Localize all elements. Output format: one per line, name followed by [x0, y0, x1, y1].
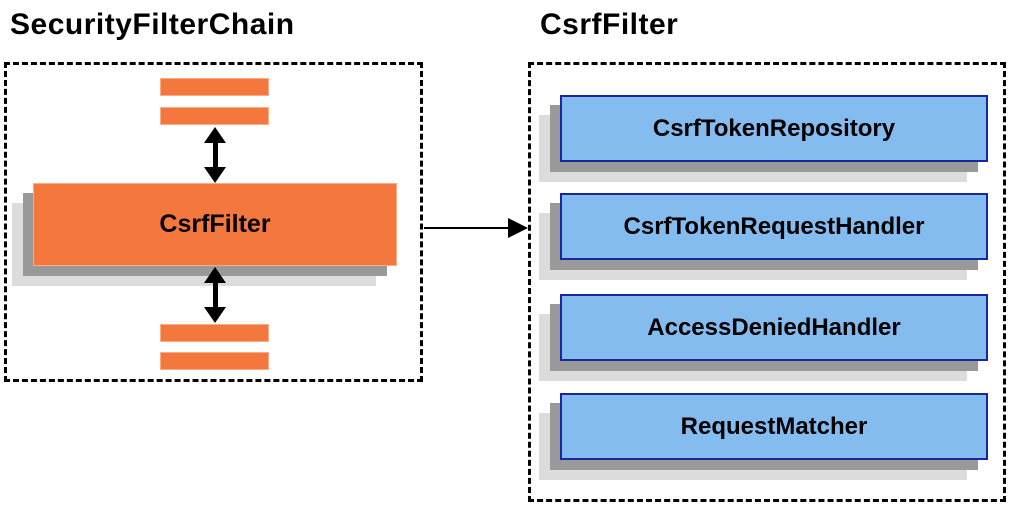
security-filter-chain-container — [4, 62, 423, 382]
csrf-token-request-handler-box: CsrfTokenRequestHandler — [560, 193, 988, 260]
csrf-filter-components-container — [528, 62, 1006, 502]
csrf-filter-box-label: CsrfFilter — [159, 210, 271, 238]
arrow-down-head-icon — [204, 167, 226, 183]
arrow-up-head-icon — [204, 127, 226, 143]
component-box-label: CsrfTokenRepository — [652, 114, 896, 142]
bidirectional-arrow-icon — [204, 127, 226, 183]
component-box-group: RequestMatcher — [539, 393, 988, 480]
bidirectional-arrow-icon — [204, 267, 226, 323]
flow-arrow-shaft — [424, 227, 510, 229]
arrow-down-head-icon — [204, 307, 226, 323]
component-box-label: AccessDeniedHandler — [647, 313, 901, 341]
component-box-label: CsrfTokenRequestHandler — [623, 212, 925, 240]
arrow-shaft — [212, 283, 218, 307]
component-box-group: CsrfTokenRequestHandler — [539, 193, 988, 280]
csrf-filter-box: CsrfFilter — [33, 183, 397, 266]
filter-stub-bar-bottom-1 — [160, 324, 269, 342]
access-denied-handler-box: AccessDeniedHandler — [560, 294, 988, 361]
filter-stub-bar-bottom-2 — [160, 352, 269, 370]
filter-stub-bar-top-2 — [160, 107, 269, 125]
arrow-shaft — [212, 143, 218, 167]
flow-arrow-head-icon — [508, 218, 528, 238]
filter-stub-bar-top-1 — [160, 78, 269, 96]
csrf-filter-title: CsrfFilter — [540, 8, 679, 41]
request-matcher-box: RequestMatcher — [560, 393, 988, 460]
component-box-label: RequestMatcher — [680, 412, 868, 440]
component-box-group: AccessDeniedHandler — [539, 294, 988, 381]
arrow-up-head-icon — [204, 267, 226, 283]
csrf-token-repository-box: CsrfTokenRepository — [560, 95, 988, 162]
component-box-group: CsrfTokenRepository — [539, 95, 988, 182]
csrf-filter-box-group: CsrfFilter — [12, 183, 397, 287]
security-filter-chain-title: SecurityFilterChain — [10, 8, 295, 41]
